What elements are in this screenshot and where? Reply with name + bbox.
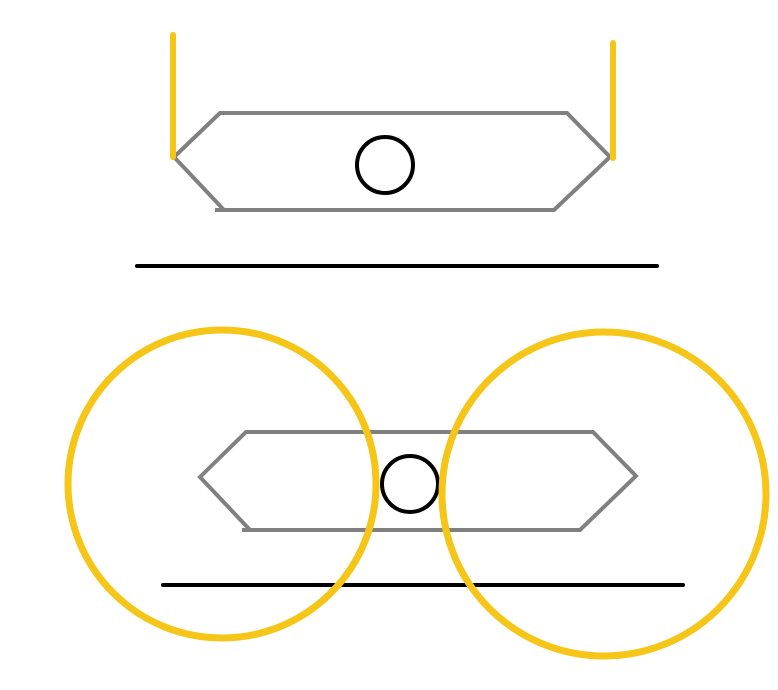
left-wheel <box>64 326 380 642</box>
bottom-hexagon-body <box>197 430 639 532</box>
top-figure <box>135 32 659 268</box>
right-wheel <box>438 328 770 660</box>
bottom-figure <box>64 326 770 660</box>
top-center-circle <box>355 135 415 195</box>
bottom-center-circle <box>380 454 440 514</box>
top-hexagon-body <box>171 111 613 212</box>
